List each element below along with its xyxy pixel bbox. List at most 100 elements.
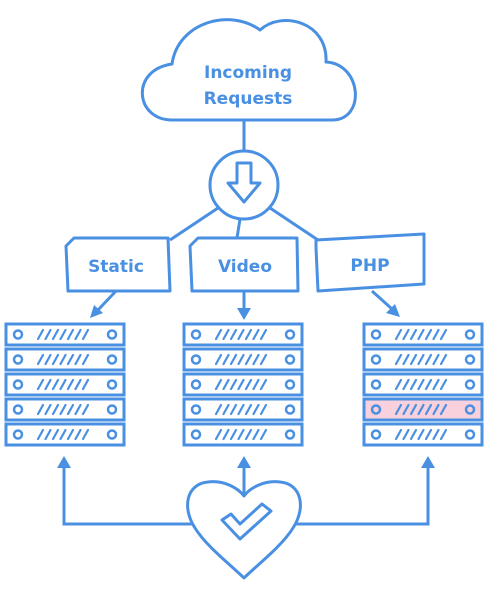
vent-slash bbox=[44, 403, 52, 416]
vent-slash bbox=[439, 353, 448, 366]
vent-slash bbox=[424, 353, 433, 366]
status-light-icon bbox=[284, 354, 296, 365]
status-light-icon bbox=[370, 329, 382, 340]
rack-slot-frame bbox=[4, 422, 126, 447]
vent-slash bbox=[432, 328, 440, 341]
vent-slash bbox=[394, 353, 403, 366]
router-to-video-line bbox=[235, 218, 242, 239]
label-static-text: Static bbox=[88, 257, 144, 277]
status-light-icon bbox=[190, 379, 202, 390]
status-light-icon bbox=[12, 379, 24, 390]
vent-slash bbox=[402, 328, 410, 341]
vent-slash bbox=[244, 378, 253, 391]
vent-slash bbox=[237, 378, 245, 391]
vent-slash bbox=[81, 328, 90, 341]
status-light-icon bbox=[190, 329, 202, 340]
vent-slash bbox=[244, 353, 253, 366]
vent-slash bbox=[74, 428, 82, 441]
rack-slot-frame bbox=[4, 322, 126, 347]
label-php-text: PHP bbox=[350, 256, 389, 276]
rack-slot bbox=[4, 322, 126, 347]
rack-slot-frame bbox=[182, 422, 304, 447]
vent-slash bbox=[214, 378, 223, 391]
vent-slash bbox=[424, 428, 433, 441]
status-light-icon bbox=[106, 404, 118, 415]
rack-slot bbox=[182, 322, 304, 347]
vent-slash bbox=[252, 353, 260, 366]
rack-slot-frame bbox=[4, 397, 126, 422]
vent-slash bbox=[402, 378, 410, 391]
rack-slot-frame bbox=[362, 347, 484, 372]
vent-slash bbox=[259, 378, 268, 391]
rack-slot bbox=[362, 422, 484, 447]
status-light-icon bbox=[464, 404, 476, 415]
status-light-icon bbox=[12, 354, 24, 365]
vent-slash bbox=[66, 328, 75, 341]
rack-slot bbox=[362, 322, 484, 347]
server-racks bbox=[4, 322, 484, 447]
vent-slash bbox=[44, 353, 52, 366]
cloud-label-line1: Incoming bbox=[204, 63, 292, 83]
vent-slash bbox=[259, 428, 268, 441]
vent-slash bbox=[214, 403, 223, 416]
vent-slash bbox=[417, 328, 425, 341]
vent-slash bbox=[214, 428, 223, 441]
router-node bbox=[208, 149, 280, 221]
vent-slash bbox=[66, 403, 75, 416]
vent-slash bbox=[59, 403, 67, 416]
rack-slot-frame bbox=[182, 322, 304, 347]
vent-slash bbox=[237, 328, 245, 341]
label-to-rack-arrows bbox=[90, 289, 400, 320]
label-video-text: Video bbox=[218, 257, 272, 277]
heart-to-php-arrow-head bbox=[421, 456, 435, 468]
rack-slot-frame bbox=[362, 422, 484, 447]
vent-slash bbox=[424, 328, 433, 341]
vent-slash bbox=[59, 328, 67, 341]
label-static: Static bbox=[64, 236, 172, 293]
vent-slash bbox=[81, 353, 90, 366]
arrow-down-icon bbox=[226, 161, 262, 204]
status-light-icon bbox=[12, 404, 24, 415]
status-light-icon bbox=[190, 404, 202, 415]
vent-slash bbox=[36, 428, 45, 441]
rack-slot-frame bbox=[4, 372, 126, 397]
heart-to-static-line bbox=[62, 468, 194, 526]
vent-slash bbox=[74, 353, 82, 366]
vent-slash bbox=[81, 403, 90, 416]
vent-slash bbox=[229, 328, 238, 341]
vent-slash bbox=[214, 328, 223, 341]
rack-slot bbox=[362, 397, 484, 422]
vent-slash bbox=[409, 328, 418, 341]
rack-slot bbox=[182, 372, 304, 397]
vent-slash bbox=[222, 428, 230, 441]
vent-slash bbox=[439, 328, 448, 341]
vent-slash bbox=[214, 353, 223, 366]
status-light-icon bbox=[190, 429, 202, 440]
cloud-shape bbox=[140, 18, 357, 122]
vent-slash bbox=[222, 353, 230, 366]
heart-to-video-arrow-head bbox=[237, 456, 251, 468]
vent-slash bbox=[439, 428, 448, 441]
rack-slot-frame bbox=[182, 397, 304, 422]
rack-slot-frame bbox=[362, 322, 484, 347]
vent-slash bbox=[59, 353, 67, 366]
vent-slash bbox=[432, 403, 440, 416]
status-light-icon bbox=[284, 379, 296, 390]
status-light-icon bbox=[12, 329, 24, 340]
rack-slot bbox=[182, 422, 304, 447]
vent-slash bbox=[424, 378, 433, 391]
rack-slot bbox=[182, 347, 304, 372]
vent-slash bbox=[237, 353, 245, 366]
rack-slot-frame bbox=[362, 372, 484, 397]
php-rack bbox=[362, 322, 484, 447]
status-light-icon bbox=[106, 354, 118, 365]
rack-slot bbox=[4, 347, 126, 372]
rack-slot-frame bbox=[182, 372, 304, 397]
status-light-icon bbox=[284, 404, 296, 415]
status-light-icon bbox=[284, 429, 296, 440]
vent-slash bbox=[394, 328, 403, 341]
vent-slash bbox=[252, 428, 260, 441]
health-check-heart bbox=[186, 480, 302, 580]
vent-slash bbox=[402, 428, 410, 441]
